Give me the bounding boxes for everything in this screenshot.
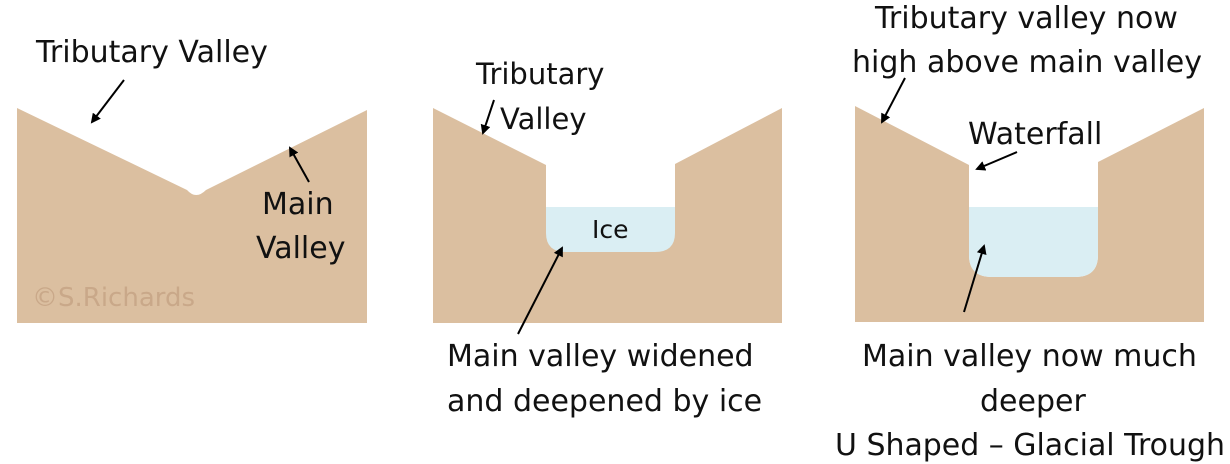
main-valley-label-line1: Main	[262, 187, 334, 222]
panel-v-shaped-valley: Tributary Valley Main Valley ©S.Richards	[17, 35, 367, 323]
caption-line2: and deepened by ice	[447, 384, 762, 419]
main-valley-arrow	[517, 246, 563, 335]
copyright-watermark: ©S.Richards	[32, 283, 195, 313]
waterfall-arrow	[975, 151, 1018, 171]
caption-line3: U Shaped – Glacial Trough	[835, 428, 1225, 463]
ice-body	[546, 207, 675, 252]
panel-glacier-in-valley: Tributary Valley Ice Main valley widened…	[433, 57, 782, 419]
caption-line2: deeper	[980, 384, 1086, 419]
panel-u-shaped-trough: Tributary valley now high above main val…	[835, 1, 1225, 463]
main-valley-arrow	[289, 146, 310, 183]
valley-rock-u-shape	[855, 106, 1204, 322]
main-valley-label-line2: Valley	[256, 231, 345, 266]
tributary-arrow	[90, 79, 125, 124]
valley-rock-v-shape	[17, 108, 367, 323]
remaining-ice	[969, 207, 1098, 277]
top-label-line2: high above main valley	[852, 45, 1202, 80]
waterfall-label: Waterfall	[968, 117, 1102, 152]
tributary-label-line2: Valley	[500, 102, 586, 136]
tributary-arrow	[881, 77, 906, 124]
tributary-label-line1: Tributary	[475, 57, 604, 91]
tributary-valley-label: Tributary Valley	[35, 35, 268, 70]
top-label-line1: Tributary valley now	[874, 1, 1178, 36]
tributary-arrow	[480, 99, 495, 135]
caption-line1: Main valley widened	[447, 339, 754, 374]
ice-label: Ice	[592, 215, 629, 244]
trough-floor-arrow	[963, 244, 987, 313]
caption-line1: Main valley now much	[862, 339, 1197, 374]
